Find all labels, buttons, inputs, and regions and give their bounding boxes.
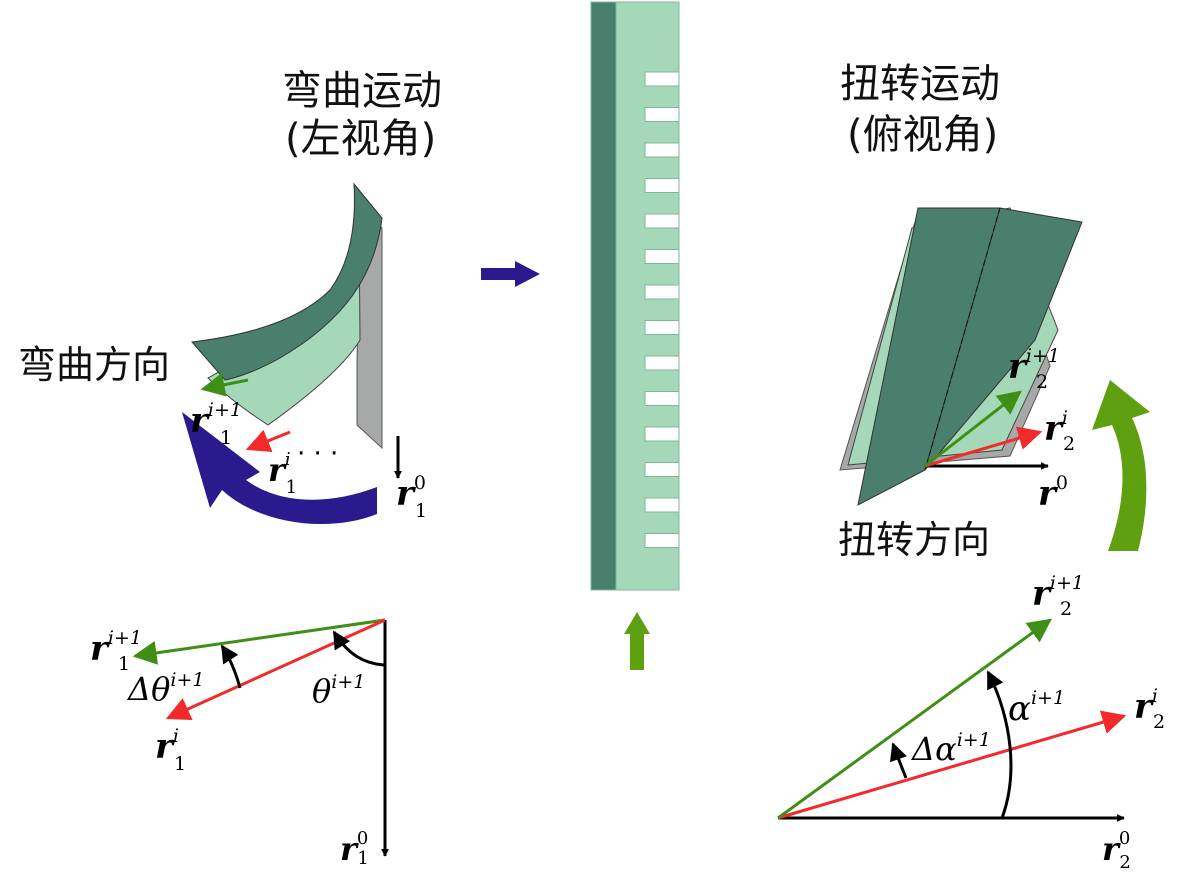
bending-vector-r1-next [200, 372, 249, 397]
bending-ellipsis: · · · [297, 439, 338, 469]
vec-r2-next [777, 618, 1052, 820]
torsion-vector-r2-i [924, 426, 1043, 468]
center-motion-arrow [481, 261, 540, 287]
arc-alpha [986, 670, 1013, 819]
label-delta-theta: Δθi+1 [126, 669, 204, 708]
bending-direction-label: 弯曲方向 [18, 343, 170, 387]
torsion-title-line2: (俯视角) [847, 112, 998, 158]
label-r0-fin: r0 [1038, 472, 1068, 514]
torsion-title-line1: 扭转运动 [840, 61, 1000, 107]
bending-fin-dark [191, 182, 383, 381]
torsion-vector-r2-next [924, 390, 1022, 468]
center-section [481, 1, 680, 670]
label-theta: θi+1 [312, 671, 365, 710]
torsion-fin-seam [924, 207, 1001, 471]
bending-title-line1: 弯曲运动 [282, 68, 442, 114]
spine-dark-strip [591, 2, 616, 590]
bending-direction-arrow [182, 412, 377, 525]
vec-r2-i [777, 710, 1127, 820]
bending-vector-r1-i [245, 429, 291, 453]
vec-r1-next [132, 618, 386, 665]
label-alpha: αi+1 [1008, 687, 1065, 729]
spine-outline [590, 1, 680, 591]
torsion-direction-label: 扭转方向 [838, 518, 990, 562]
bending-title-line2: (左视角) [285, 116, 436, 162]
arc-delta-theta [220, 644, 242, 689]
torsion-direction-arrow [1092, 380, 1150, 551]
spine-comb [615, 1, 680, 591]
arc-delta-alpha [889, 742, 908, 779]
arc-theta [332, 630, 386, 667]
lower-motion-arrow [624, 612, 650, 670]
label-delta-alpha: Δαi+1 [910, 729, 991, 768]
